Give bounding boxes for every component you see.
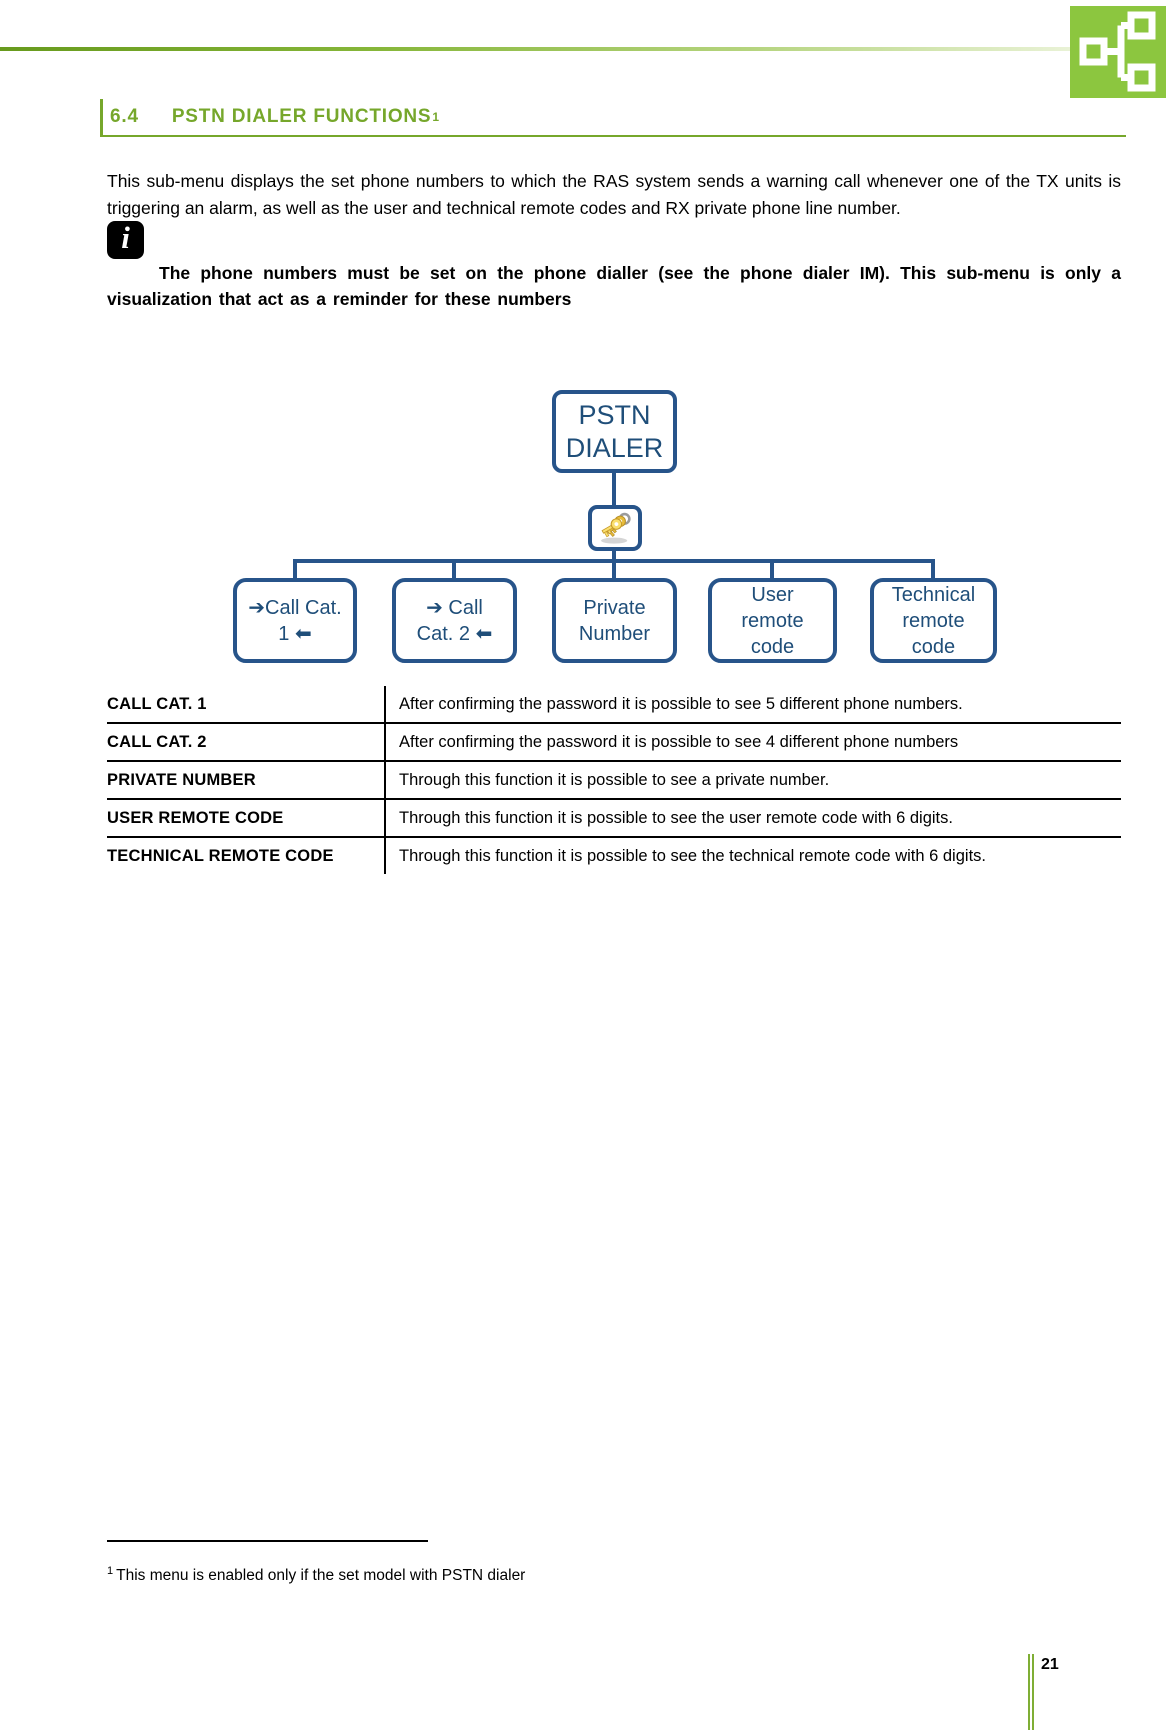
- row-label: CALL CAT. 1: [107, 694, 207, 713]
- connector-line: [452, 561, 456, 579]
- row-description: Through this function it is possible to …: [384, 838, 1121, 874]
- section-number: 6.4: [110, 106, 139, 127]
- row-label: USER REMOTE CODE: [107, 808, 284, 827]
- info-icon: i: [107, 220, 144, 259]
- functions-table: CALL CAT. 1 After confirming the passwor…: [107, 686, 1121, 874]
- row-label: PRIVATE NUMBER: [107, 770, 256, 789]
- row-description: After confirming the password it is poss…: [384, 724, 1121, 760]
- row-description: After confirming the password it is poss…: [384, 686, 1121, 722]
- row-description: Through this function it is possible to …: [384, 800, 1121, 836]
- note-paragraph: The phone numbers must be set on the pho…: [107, 262, 1121, 310]
- company-logo: [1070, 6, 1166, 98]
- connector-line: [612, 471, 616, 507]
- footnote-reference: 1: [432, 110, 440, 124]
- connector-line: [293, 561, 297, 579]
- network-nodes-icon: [1079, 11, 1156, 92]
- row-description: Through this function it is possible to …: [384, 762, 1121, 798]
- keys-icon: [601, 512, 631, 544]
- diagram-box-private-number: Private Number: [552, 578, 677, 663]
- diagram-box-user-remote-code: User remote code: [708, 578, 837, 663]
- menu-tree-diagram: PSTN DIALER: [0, 0, 1169, 700]
- footnote-text: This menu is enabled only if the set mod…: [116, 1566, 526, 1584]
- table-row: CALL CAT. 2 After confirming the passwor…: [107, 724, 1121, 762]
- table-row: USER REMOTE CODE Through this function i…: [107, 800, 1121, 838]
- row-label: CALL CAT. 2: [107, 732, 207, 751]
- diagram-box-call-cat-2: ➔ Call Cat. 2 ⬅: [392, 578, 517, 663]
- row-label: TECHNICAL REMOTE CODE: [107, 846, 334, 865]
- diagram-root-box: PSTN DIALER: [552, 390, 677, 473]
- table-row: TECHNICAL REMOTE CODE Through this funct…: [107, 838, 1121, 874]
- diagram-key-box: [588, 505, 642, 551]
- page-number: 21: [1041, 1656, 1059, 1673]
- connector-line: [770, 561, 774, 579]
- table-row: PRIVATE NUMBER Through this function it …: [107, 762, 1121, 800]
- connector-line: [612, 549, 616, 563]
- intro-paragraph: This sub-menu displays the set phone num…: [107, 170, 1121, 218]
- header-rule: [0, 47, 1070, 51]
- section-title: PSTN DIALER FUNCTIONS: [171, 106, 432, 127]
- page-number-rule: [1028, 1654, 1034, 1730]
- connector-line: [612, 561, 616, 579]
- connector-line: [931, 561, 935, 579]
- footnote-marker: 1: [107, 1564, 114, 1577]
- footnote-separator: [107, 1540, 428, 1542]
- diagram-box-technical-remote-code: Technical remote code: [870, 578, 997, 663]
- table-row: CALL CAT. 1 After confirming the passwor…: [107, 686, 1121, 724]
- diagram-box-call-cat-1: ➔Call Cat. 1 ⬅: [233, 578, 357, 663]
- section-heading: 6.4 PSTN DIALER FUNCTIONS 1: [100, 99, 1126, 137]
- info-glyph: i: [121, 220, 130, 255]
